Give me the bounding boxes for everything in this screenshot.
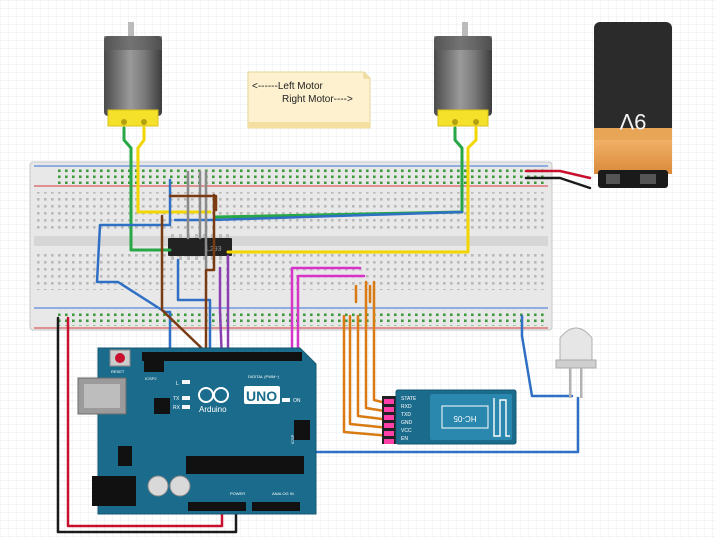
- led-tx-label: TX: [173, 396, 180, 402]
- wire-orange-bt-e: [342, 314, 392, 438]
- wire-blue-led: [520, 314, 574, 398]
- dc-jack: [92, 476, 136, 506]
- wire-magenta-1: [290, 266, 362, 362]
- wire-battery-black: [524, 176, 592, 190]
- wire-battery-red: [524, 169, 592, 180]
- wire-brown-2: [204, 193, 216, 364]
- bt-pin-state: STATE: [401, 396, 417, 402]
- wire-red-power: [66, 316, 224, 528]
- wire-orange-bt-d: [348, 314, 392, 430]
- power-label: POWER: [230, 491, 245, 496]
- wire-orange-1: [354, 284, 372, 304]
- bottom-power-rail[interactable]: [55, 310, 545, 326]
- wire-yellow-left-motor: [136, 126, 212, 214]
- icsp-label: ICSP: [290, 434, 295, 444]
- reset-label: RESET: [111, 369, 125, 374]
- analog-header[interactable]: [252, 502, 300, 511]
- note-line-2: Right Motor---->: [282, 94, 353, 105]
- on-led-label: ON: [293, 398, 301, 404]
- arduino-logo-icon: [198, 387, 229, 403]
- sticky-note: <------Left Motor Right Motor---->: [247, 71, 371, 129]
- bluetooth-pins: [384, 399, 394, 444]
- left-motor[interactable]: [104, 22, 162, 127]
- bt-pin-en: EN: [401, 436, 408, 442]
- icsp2-label: ICSP2: [145, 376, 157, 381]
- bt-pin-txd: TXD: [401, 412, 411, 418]
- wire-blue-gnd-bridge: [173, 210, 464, 222]
- top-power-rail[interactable]: [55, 168, 545, 184]
- wire-brown-1: [160, 214, 218, 364]
- wire-yellow-right-motor: [226, 126, 478, 254]
- wire-orange-bt-c: [356, 314, 392, 422]
- battery-label: 9V: [619, 109, 646, 134]
- bt-pin-vcc: VCC: [401, 428, 412, 434]
- right-motor[interactable]: [434, 22, 492, 127]
- led[interactable]: [555, 327, 597, 398]
- bt-pin-gnd: GND: [401, 420, 413, 426]
- analog-label: ANALOG IN: [272, 491, 294, 496]
- antenna-icon: [493, 398, 510, 437]
- arduino-brand: Arduino: [199, 405, 227, 414]
- wire-green-left-motor: [122, 126, 172, 252]
- digital-header-label: DIGITAL (PWM~): [248, 374, 280, 379]
- led-rx-label: RX: [173, 405, 181, 411]
- arduino-model: UNO: [246, 388, 277, 404]
- digital-header[interactable]: [142, 352, 302, 361]
- icsp2-header: [144, 360, 164, 372]
- wire-magenta-2: [296, 274, 366, 362]
- bt-label: HC-05: [453, 414, 477, 423]
- battery-9v[interactable]: 9V: [594, 22, 672, 188]
- icsp-header: [294, 420, 310, 440]
- bluetooth-module[interactable]: STATE RXD TXD GND VCC EN HC-05: [382, 389, 517, 445]
- note-line-1: <------Left Motor: [252, 81, 324, 92]
- power-header[interactable]: [188, 502, 246, 511]
- wire-black-gnd: [56, 316, 238, 534]
- led-l-label: L: [176, 381, 179, 387]
- atmega-chip: [186, 456, 304, 474]
- bt-pin-rxd: RXD: [401, 404, 412, 410]
- arduino-uno[interactable]: RESET ICSP2 Arduino UNO L TX RX ON ICSP …: [77, 347, 317, 515]
